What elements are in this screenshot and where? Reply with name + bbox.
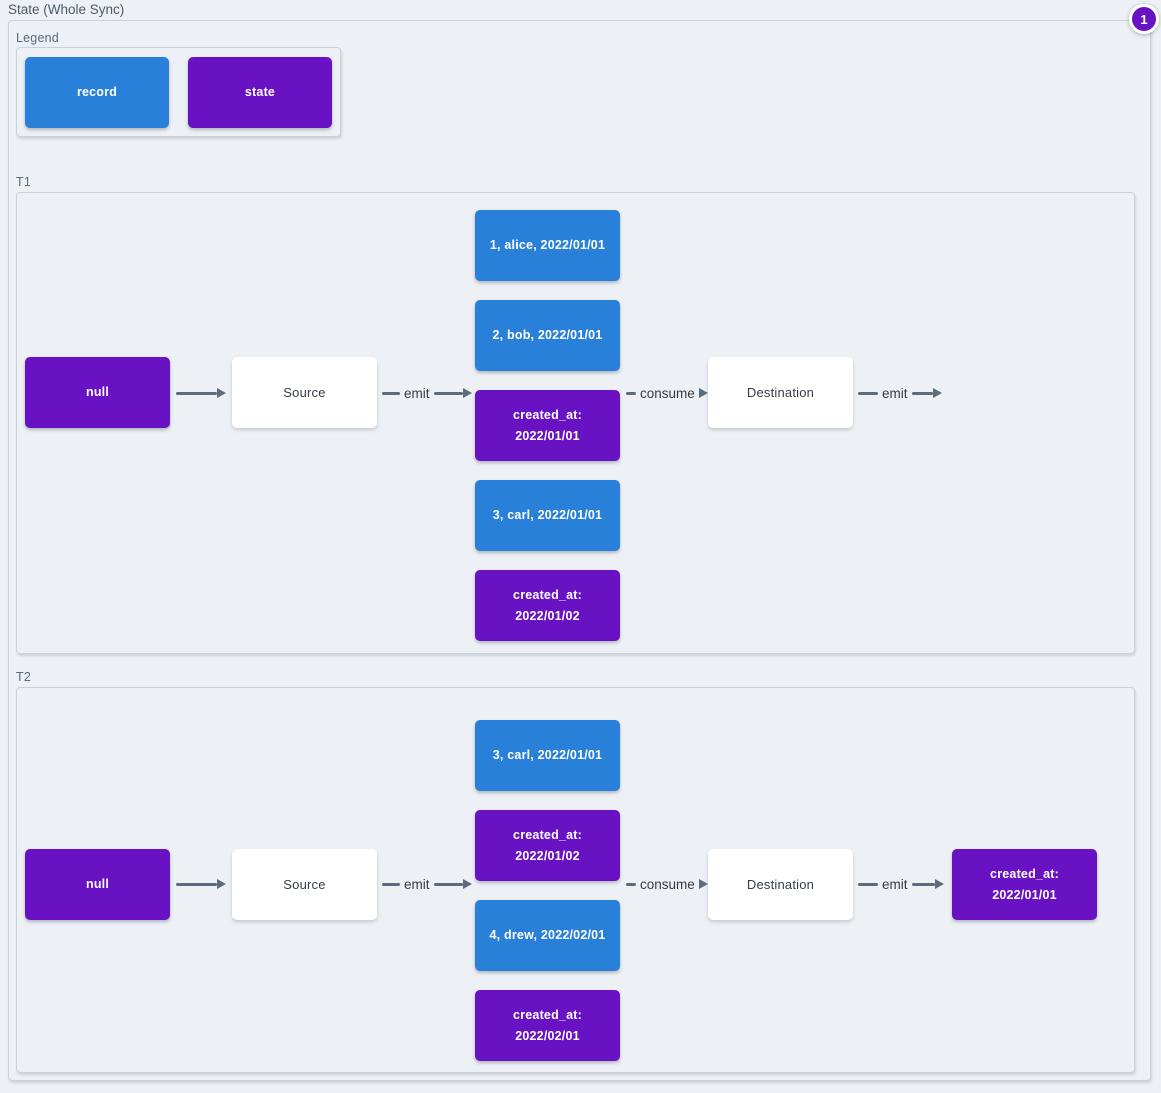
t2-label: T2 [16,670,31,684]
t1-label: T1 [16,175,31,189]
page-title: State (Whole Sync) [8,2,125,17]
legend-group [16,47,341,137]
t1-flow-arrow [176,383,226,403]
edge-line [911,391,933,395]
arrowhead-icon [935,879,944,889]
edge-line [382,391,400,395]
state-node: created_at: 2022/01/01 [475,390,620,461]
edge-line [433,882,463,886]
edge-line [626,391,636,395]
edge-line [176,882,217,886]
arrowhead-icon [463,879,472,889]
state-node: created_at: 2022/01/02 [475,570,620,641]
state-node: created_at: 2022/02/01 [475,990,620,1061]
edge-line [858,391,878,395]
t2-source-node: Source [232,849,377,920]
annotation-badge[interactable]: 1 [1129,4,1159,34]
state-node: created_at: 2022/01/02 [475,810,620,881]
t2-emit-source-edge: emit [382,874,472,894]
t1-initial-state-node: null [25,357,170,428]
t2-flow-arrow [176,874,226,894]
t1-emit-destination-edge: emit [858,383,942,403]
t2-consume-edge: consume [626,874,708,894]
t2-group [16,687,1135,1073]
arrowhead-icon [463,388,472,398]
t2-initial-state-node: null [25,849,170,920]
record-node: 3, carl, 2022/01/01 [475,720,620,791]
arrowhead-icon [217,388,226,398]
arrowhead-icon [217,879,226,889]
record-node: 2, bob, 2022/01/01 [475,300,620,371]
edge-label: consume [640,876,695,892]
edge-label: emit [882,385,908,401]
t1-consume-edge: consume [626,383,708,403]
legend-label: Legend [16,31,59,45]
edge-label: consume [640,385,695,401]
whole-sync-group [8,20,1151,1081]
t2-destination-node: Destination [708,849,853,920]
edge-line [626,882,636,886]
legend-record-node: record [25,57,169,128]
edge-line [382,882,400,886]
record-node: 1, alice, 2022/01/01 [475,210,620,281]
arrowhead-icon [698,879,708,889]
edge-label: emit [404,385,430,401]
edge-label: emit [882,876,908,892]
record-node: 3, carl, 2022/01/01 [475,480,620,551]
edge-label: emit [404,876,430,892]
arrowhead-icon [698,388,708,398]
legend-state-node: state [188,57,332,128]
arrowhead-icon [933,388,942,398]
t1-group [16,192,1135,654]
t2-emit-destination-edge: emit [858,874,944,894]
edge-line [858,882,878,886]
t1-destination-node: Destination [708,357,853,428]
t2-output-state-node: created_at: 2022/01/01 [952,849,1097,920]
edge-line [911,882,935,886]
edge-line [433,391,463,395]
t1-source-node: Source [232,357,377,428]
record-node: 4, drew, 2022/02/01 [475,900,620,971]
edge-line [176,391,217,395]
t1-emit-source-edge: emit [382,383,472,403]
